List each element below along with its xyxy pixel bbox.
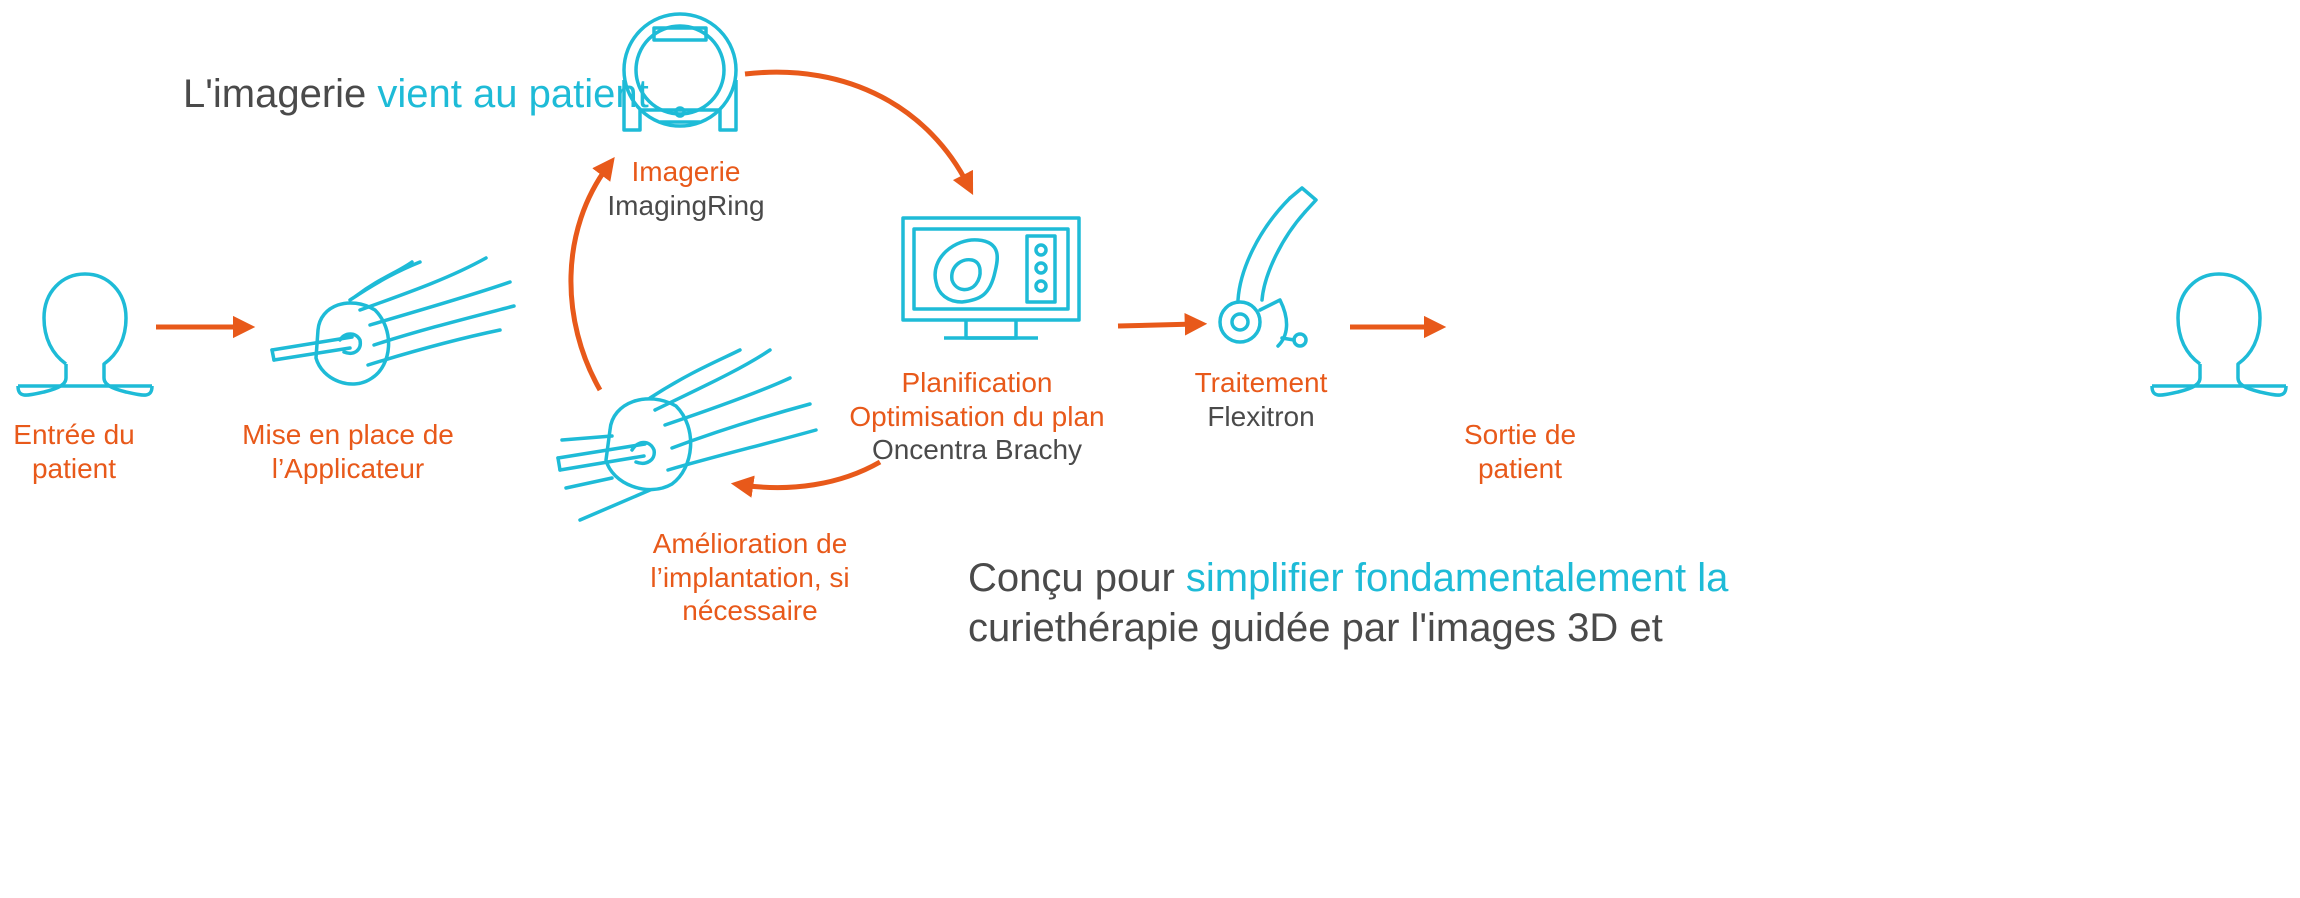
label-planification-line2: Optimisation du plan: [849, 400, 1105, 432]
label-traitement: Traitement Flexitron: [1195, 366, 1328, 433]
label-amelioration-line2: l’implantation, si: [650, 561, 850, 593]
imaging-ring-icon: [622, 12, 738, 132]
label-planification-line1: Planification: [901, 367, 1053, 398]
applicator-icon-improvement: [556, 348, 818, 522]
label-imagerie-product: ImagingRing: [607, 189, 765, 221]
person-icon-exit: [2150, 272, 2288, 397]
tagline-line1: Conçu pour simplifier fondamentalement l…: [968, 553, 2298, 603]
label-amelioration: Amélioration de l’implantation, si néces…: [650, 527, 849, 628]
label-traitement-title: Traitement: [1194, 367, 1328, 398]
tagline-part2: simplifier fondamentalement la: [1185, 556, 1729, 600]
afterloader-icon: [1218, 186, 1318, 348]
label-planification: Planification Optimisation du plan Oncen…: [849, 366, 1104, 467]
headline-part2: vient au patient: [377, 72, 649, 116]
person-icon-entry: [16, 272, 154, 397]
arrow-imaging-to-planning: [744, 69, 974, 196]
arrow-improvement-to-imaging: [568, 156, 615, 392]
label-applicateur-line1: Mise en place de: [242, 419, 454, 450]
tagline-line2: curiethérapie guidée par l'images 3D et: [968, 606, 1663, 650]
headline: L'imagerie vient au patient: [183, 70, 649, 118]
label-sortie-line1: Sortie de: [1463, 419, 1577, 450]
tagline-part1: Conçu pour: [968, 556, 1186, 600]
tagline: Conçu pour simplifier fondamentalement l…: [968, 553, 2298, 653]
label-amelioration-line3: nécessaire: [682, 595, 818, 627]
label-entree-line1: Entrée du: [13, 419, 135, 450]
arrow-planning-to-treatment: [1117, 313, 1208, 336]
label-applicateur: Mise en place de l’Applicateur: [242, 418, 454, 485]
workflow-arrows: [156, 69, 1447, 498]
label-entree: Entrée du patient: [13, 418, 134, 485]
label-applicateur-line2: l’Applicateur: [271, 452, 425, 484]
label-sortie: Sortie de patient: [1460, 418, 1580, 485]
label-sortie-line2: patient: [1477, 452, 1563, 484]
headline-part1: L'imagerie: [183, 72, 378, 116]
label-imagerie: Imagerie ImagingRing: [607, 155, 764, 222]
label-traitement-product: Flexitron: [1207, 400, 1315, 432]
planning-monitor-icon: [901, 216, 1081, 340]
label-amelioration-line1: Amélioration de: [652, 528, 848, 559]
applicator-icon: [270, 256, 516, 386]
label-imagerie-title: Imagerie: [631, 156, 741, 187]
label-entree-line2: patient: [31, 452, 117, 484]
label-planification-product: Oncentra Brachy: [871, 434, 1083, 466]
arrow-planning-to-improvement: [730, 459, 882, 498]
